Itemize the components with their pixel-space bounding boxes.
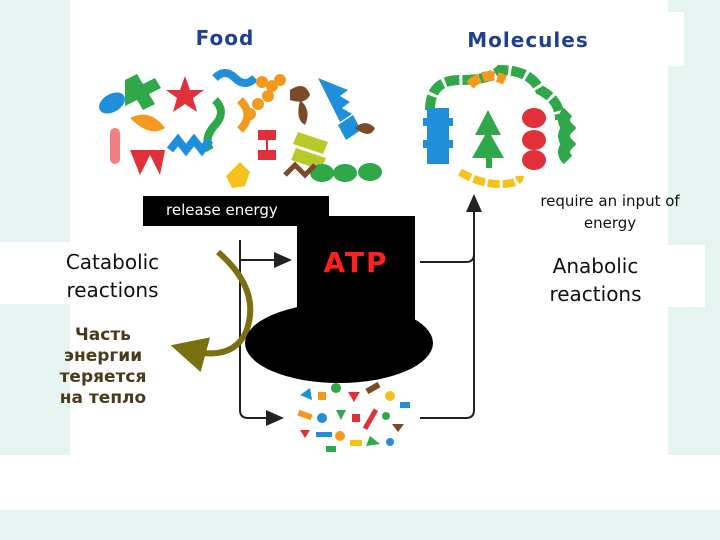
anabolic-line2: reactions	[549, 282, 642, 306]
heat-line3: теряется	[59, 367, 147, 387]
food-title: Food	[195, 26, 255, 50]
release-energy-label: release energy	[166, 201, 278, 219]
anabolic-line1: Anabolic	[552, 254, 639, 278]
catabolic-line1: Catabolic	[65, 250, 160, 274]
require-energy-line1: require an input of	[540, 192, 680, 210]
small-molecules-cluster	[297, 381, 410, 452]
anabolic-label: Anabolic reactions	[528, 252, 663, 308]
molecules-title: Molecules	[467, 28, 589, 52]
catabolic-box	[0, 242, 175, 304]
heat-loss-arrow	[170, 249, 254, 373]
anabolic-box	[515, 245, 705, 307]
cycle-arrows	[239, 194, 482, 426]
atp-pool-ellipse	[245, 303, 433, 383]
heat-loss-label: Часть энергии теряется на тепло	[42, 325, 164, 409]
food-molecules-cluster	[99, 69, 382, 188]
cell-molecules-ring	[423, 64, 577, 189]
require-energy-label: require an input of energy	[520, 190, 700, 234]
catabolic-line2: reactions	[66, 278, 159, 302]
molecules-box	[458, 12, 684, 66]
heat-line2: энергии	[63, 346, 143, 366]
require-energy-line2: energy	[583, 214, 637, 232]
atp-label: ATP	[323, 246, 389, 279]
catabolic-label: Catabolic reactions	[50, 248, 175, 304]
heat-line1: Часть	[75, 325, 131, 345]
heat-line4: на тепло	[59, 388, 147, 408]
bottom-strip	[0, 455, 720, 510]
